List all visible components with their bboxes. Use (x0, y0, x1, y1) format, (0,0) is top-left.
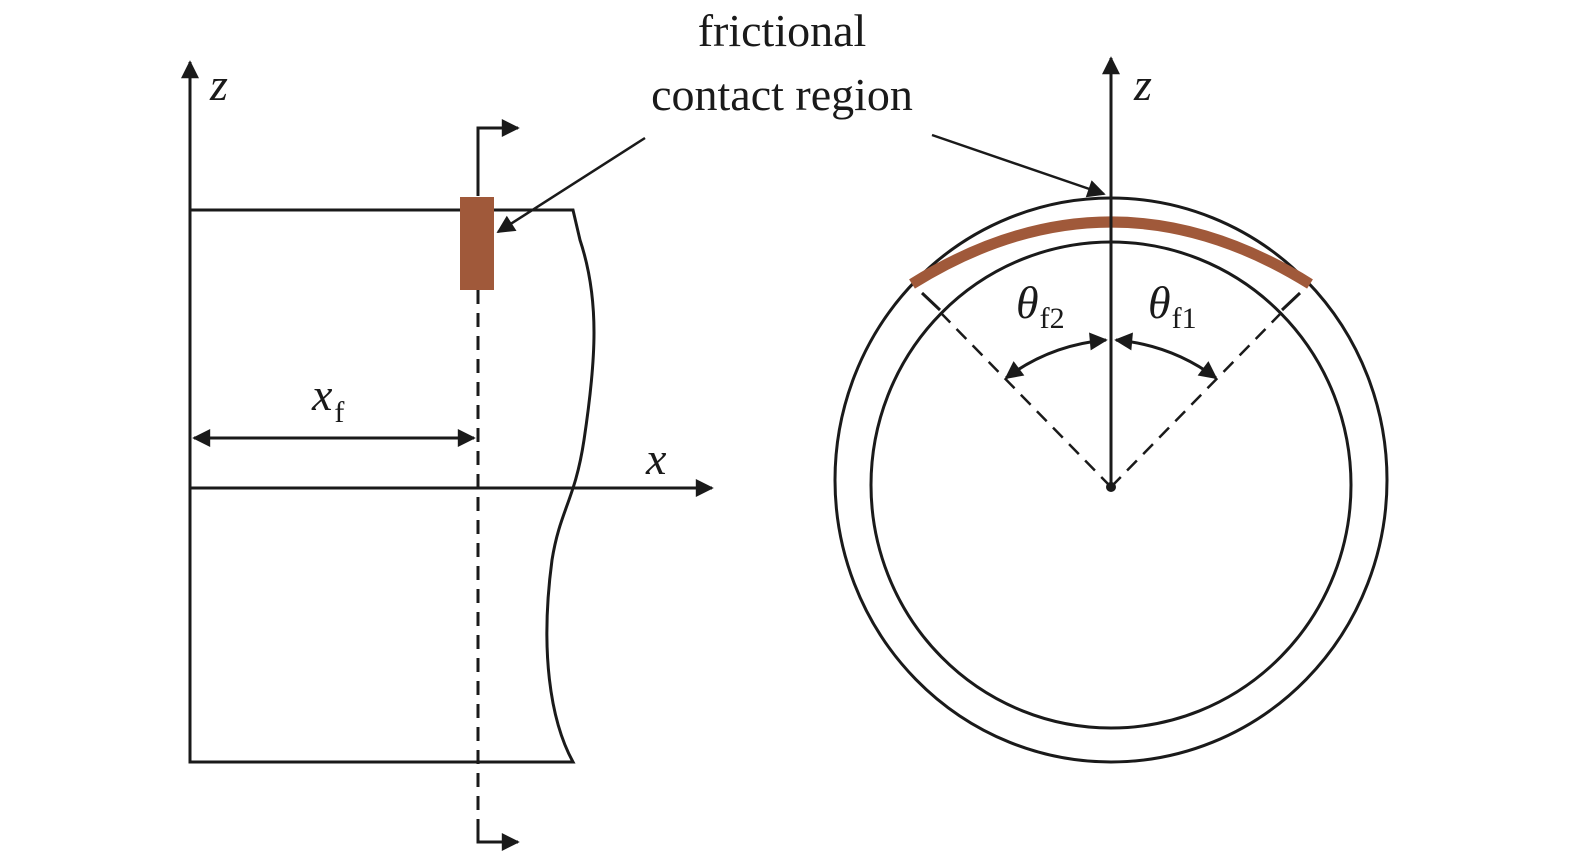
ring-end-tick-left (920, 291, 942, 312)
radial-line-right (1110, 309, 1285, 488)
section-arrow-top (476, 119, 520, 196)
cylinder-side-outline (188, 208, 596, 764)
left-x-axis-label: x (645, 433, 667, 484)
annotation-leader-left (496, 136, 646, 234)
radial-line-left (937, 309, 1112, 488)
right-view: z θf2 θf1 (833, 56, 1389, 764)
angle-arc-right (1114, 332, 1218, 380)
annotation-line-1: frictional (698, 5, 867, 56)
angle-label-theta-f1: θf1 (1148, 277, 1197, 335)
left-view: z x xf (181, 59, 714, 851)
xf-dimension-label: xf (311, 369, 344, 429)
angle-label-theta-f2: θf2 (1016, 277, 1065, 335)
left-z-axis-label: z (209, 59, 228, 110)
section-arrow-bottom (476, 822, 520, 851)
annotation-leader-right (931, 133, 1106, 198)
right-z-axis-label: z (1133, 59, 1152, 110)
ring-end-tick-right (1280, 291, 1302, 312)
contact-region-side (460, 197, 494, 290)
angle-arc-left (1004, 332, 1108, 380)
annotation-line-2: contact region (651, 69, 913, 120)
annotation: frictional contact region (496, 5, 1106, 234)
